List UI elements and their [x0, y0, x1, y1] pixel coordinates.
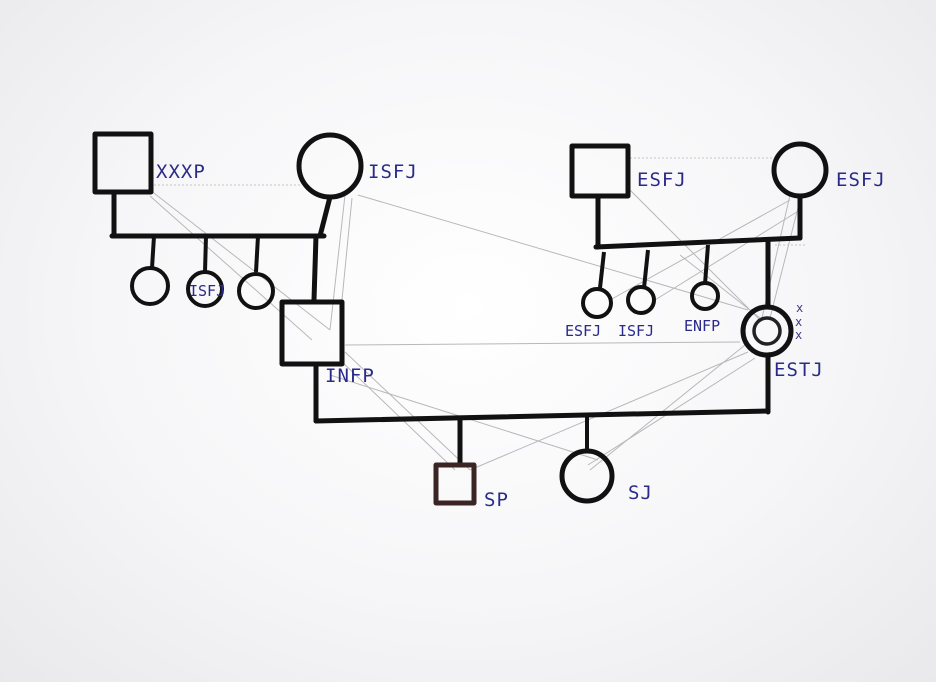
mother-marker-2: x [795, 315, 802, 329]
label-maternal-aunt-1: ESFJ [565, 322, 601, 340]
label-mother: ESTJ [774, 359, 824, 381]
daughter-circle [559, 448, 615, 504]
pencil-line [654, 209, 801, 301]
pencil-line [679, 254, 761, 319]
pencil-lines [149, 157, 805, 471]
maternal-grandmother-circle [771, 141, 829, 199]
maternal-aunt-1-circle [581, 287, 613, 319]
label-paternal-aunt-2: ISFJ [189, 282, 225, 300]
pencil-line [629, 189, 761, 321]
pencil-line [149, 195, 313, 341]
marriage-line [313, 408, 771, 424]
maternal-sibship-line [593, 235, 803, 250]
line-pgm-down [317, 194, 333, 239]
mother-marker-3: x [795, 328, 802, 342]
label-daughter: SJ [628, 482, 653, 504]
maternal-aunt-2-circle [626, 285, 656, 315]
pencil-line [357, 194, 749, 311]
line-maunt3 [703, 244, 710, 285]
pencil-line [769, 199, 801, 319]
paternal-aunt-3-circle [237, 272, 275, 310]
line-paunt1 [150, 235, 156, 269]
paternal-grandmother-circle [296, 132, 364, 200]
line-father [311, 233, 319, 303]
pencil-line [339, 359, 456, 471]
pencil-line [609, 199, 791, 301]
paternal-aunt-1-circle [130, 266, 170, 306]
label-son: SP [484, 489, 509, 511]
label-maternal-grandfather: ESFJ [637, 169, 687, 191]
paternal-aunt-2-circle [186, 270, 224, 308]
line-paunt3 [254, 235, 260, 273]
label-paternal-grandmother: ISFJ [368, 161, 418, 183]
son-square [433, 462, 477, 506]
line-maunt2 [642, 249, 650, 289]
paternal-grandfather-square [92, 131, 154, 195]
pencil-line [149, 189, 331, 331]
mother-outer-circle [740, 304, 794, 358]
label-father: INFP [325, 365, 375, 387]
pencil-line [589, 344, 746, 471]
line-paunt2 [203, 235, 208, 273]
father-square [279, 299, 345, 367]
pencil-line [469, 351, 749, 471]
mother-marker-1: x [796, 301, 803, 315]
mother-inner-circle [752, 316, 782, 346]
line-maunt1 [598, 251, 606, 289]
pencil-line [344, 351, 471, 471]
label-paternal-grandfather: XXXP [156, 161, 206, 183]
label-maternal-aunt-2: ISFJ [618, 322, 654, 340]
label-maternal-aunt-3: ENFP [684, 317, 720, 335]
maternal-grandfather-square [569, 143, 631, 199]
pencil-line [344, 341, 741, 346]
maternal-aunt-3-circle [690, 281, 720, 311]
pencil-line [329, 194, 346, 331]
label-maternal-grandmother: ESFJ [836, 169, 886, 191]
